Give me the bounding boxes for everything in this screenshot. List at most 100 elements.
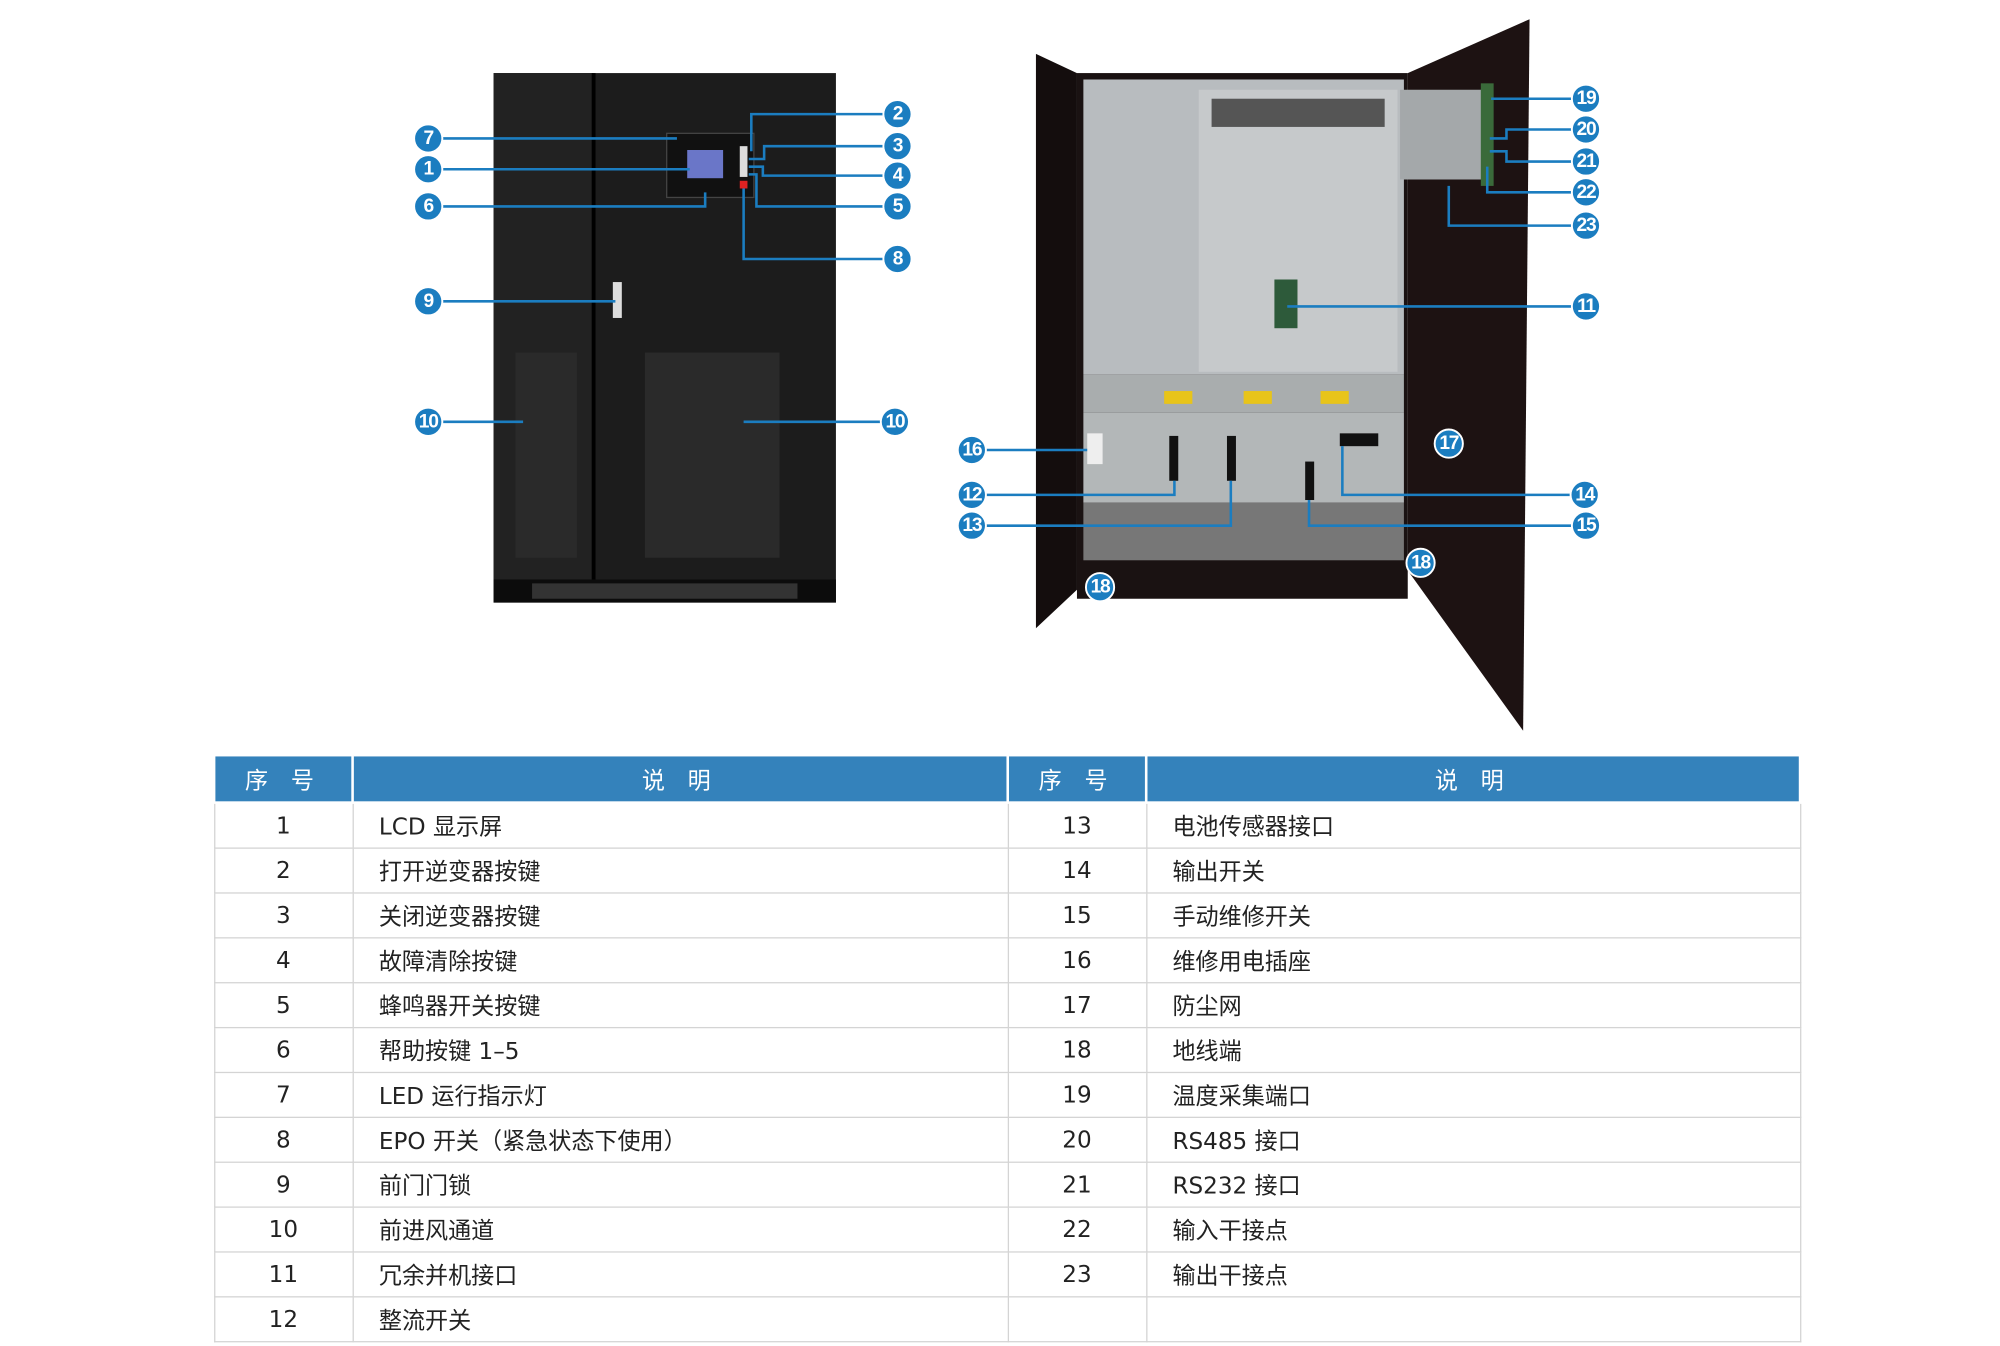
item-number: 16 [1007,937,1147,984]
svg-text:1: 1 [424,159,435,180]
header-index: 序 号 [1006,753,1148,804]
callout-6: 6 [413,191,444,222]
svg-text:16: 16 [962,440,981,461]
item-number: 19 [1007,1071,1147,1118]
callout-19: 19 [1570,83,1602,114]
callout-9: 9 [413,286,444,317]
svg-text:10: 10 [885,411,904,432]
item-number: 4 [213,937,354,984]
item-description: 帮助按键 1–5 [351,1026,1009,1074]
item-number: 10 [213,1206,354,1253]
item-description: LED 运行指示灯 [351,1071,1009,1118]
svg-text:15: 15 [1577,515,1597,536]
door-lock [612,282,622,318]
callout-15: 15 [1570,510,1602,541]
item-number: 6 [213,1026,354,1074]
callout-22: 22 [1570,177,1602,208]
callout-18-right: 18 [1405,547,1436,578]
svg-text:11: 11 [1577,296,1596,317]
item-number: 2 [213,847,354,894]
svg-text:17: 17 [1439,433,1458,454]
header-index: 序 号 [212,753,354,804]
item-number: 1 [213,801,354,849]
svg-text:19: 19 [1577,88,1596,109]
svg-text:14: 14 [1575,484,1595,505]
item-number: 20 [1007,1116,1147,1163]
header-description: 说 明 [1144,753,1802,804]
item-description: 冗余并机接口 [351,1251,1009,1298]
svg-text:10: 10 [419,411,438,432]
callout-21: 21 [1570,146,1602,177]
item-number: 17 [1007,982,1147,1029]
item-description: 前进风通道 [351,1206,1009,1253]
callout-18-left: 18 [1084,572,1116,603]
item-description: 故障清除按键 [351,937,1009,984]
item-description: LCD 显示屏 [351,801,1009,849]
item-description: RS485 接口 [1145,1116,1801,1163]
callout-23: 23 [1570,210,1602,241]
callout-17: 17 [1433,428,1464,459]
item-number: 21 [1007,1161,1147,1208]
callout-4: 4 [882,160,913,191]
back-cabinet [1035,19,1530,731]
callout-10-right: 10 [879,406,910,437]
svg-text:12: 12 [962,484,981,505]
item-description: 手动维修开关 [1145,892,1801,939]
item-number: 9 [213,1161,354,1208]
item-number: 23 [1007,1251,1147,1298]
item-number: 11 [213,1251,354,1298]
callout-10-left: 10 [413,406,444,437]
svg-text:4: 4 [893,165,904,186]
item-description [1145,1296,1801,1343]
item-description: 打开逆变器按键 [351,847,1009,894]
item-description: 电池传感器接口 [1145,801,1801,849]
callout-5: 5 [882,191,913,222]
item-number: 5 [213,982,354,1029]
lcd-screen [687,150,724,179]
item-number: 7 [213,1071,354,1118]
svg-text:23: 23 [1577,215,1596,236]
item-number [1007,1296,1147,1343]
item-description: 温度采集端口 [1145,1071,1801,1118]
callout-20: 20 [1570,114,1602,145]
callout-14: 14 [1569,479,1600,510]
svg-text:5: 5 [893,196,904,217]
item-description: 输入干接点 [1145,1206,1801,1253]
item-number: 13 [1007,801,1147,849]
item-description: 前门门锁 [351,1161,1009,1208]
callout-8: 8 [882,243,913,275]
svg-text:6: 6 [424,196,434,217]
svg-text:18: 18 [1411,552,1431,573]
item-description: 关闭逆变器按键 [351,892,1009,939]
svg-text:3: 3 [893,136,903,157]
callout-3: 3 [882,131,913,162]
svg-text:9: 9 [424,291,434,312]
item-description: 防尘网 [1145,982,1801,1029]
item-description: EPO 开关（紧急状态下使用） [351,1116,1009,1163]
item-description: RS232 接口 [1145,1161,1801,1208]
item-description: 地线端 [1145,1026,1801,1074]
item-description: 整流开关 [351,1296,1009,1343]
item-number: 22 [1007,1206,1147,1253]
callout-12: 12 [956,479,987,510]
svg-text:22: 22 [1577,182,1596,203]
callout-2: 2 [882,99,913,130]
item-description: 维修用电插座 [1145,937,1801,984]
callout-1: 1 [413,154,444,185]
front-cabinet [493,73,836,603]
callout-7: 7 [413,123,444,154]
svg-text:7: 7 [424,128,434,149]
